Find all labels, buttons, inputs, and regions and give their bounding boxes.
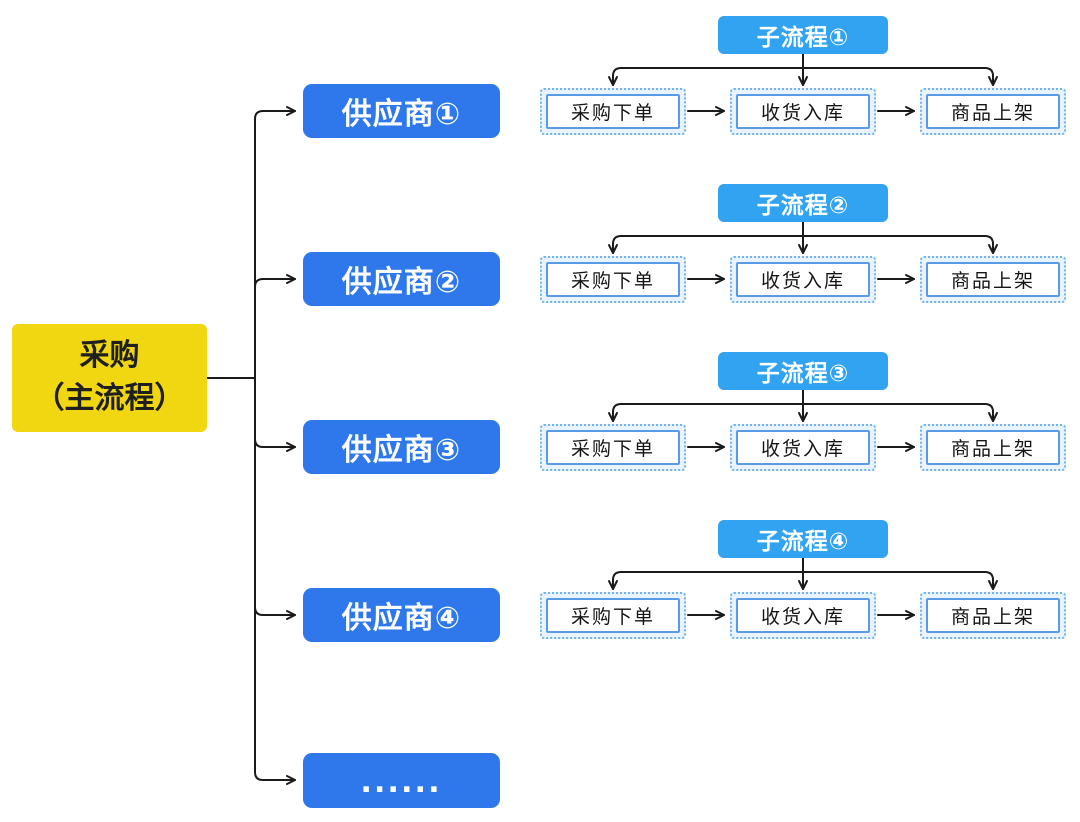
subflow-header-label: 子流程① — [756, 24, 850, 50]
subflow-header-label: 子流程③ — [756, 360, 850, 386]
step-purchase-order-2: 采购下单 — [540, 256, 686, 303]
main-process-node: 采购 （主流程） — [12, 324, 207, 432]
subflow-header-label: 子流程④ — [756, 528, 850, 554]
step-label: 收货入库 — [736, 430, 870, 465]
step-list-product-4: 商品上架 — [920, 592, 1066, 639]
subflow-header-2: 子流程② — [718, 184, 888, 222]
step-purchase-order-3: 采购下单 — [540, 424, 686, 471]
main-process-label-line2: （主流程） — [34, 382, 185, 415]
subflow-connectors-2 — [608, 221, 998, 284]
step-label: 收货入库 — [736, 94, 870, 129]
subflow-connectors-1 — [608, 53, 998, 116]
supplier-label: 供应商③ — [341, 434, 462, 467]
supplier-node-2: 供应商② — [303, 252, 500, 306]
step-receive-stock-2: 收货入库 — [730, 256, 876, 303]
step-list-product-2: 商品上架 — [920, 256, 1066, 303]
supplier-label: 供应商④ — [341, 602, 462, 635]
step-purchase-order-4: 采购下单 — [540, 592, 686, 639]
supplier-label: 供应商① — [341, 98, 462, 131]
step-list-product-1: 商品上架 — [920, 88, 1066, 135]
step-label: 采购下单 — [546, 262, 680, 297]
subflow-header-3: 子流程③ — [718, 352, 888, 390]
step-label: 收货入库 — [736, 262, 870, 297]
step-label: 收货入库 — [736, 598, 870, 633]
subflow-connectors-4 — [608, 557, 998, 620]
subflow-header-label: 子流程② — [756, 192, 850, 218]
step-label: 商品上架 — [926, 262, 1060, 297]
step-receive-stock-3: 收货入库 — [730, 424, 876, 471]
step-list-product-3: 商品上架 — [920, 424, 1066, 471]
main-process-label-line1: 采购 — [79, 339, 140, 373]
supplier-more-label: ...... — [360, 758, 443, 801]
supplier-node-1: 供应商① — [303, 84, 500, 138]
step-label: 商品上架 — [926, 598, 1060, 633]
step-purchase-order-1: 采购下单 — [540, 88, 686, 135]
step-receive-stock-1: 收货入库 — [730, 88, 876, 135]
main-tree-connectors — [206, 106, 296, 785]
step-label: 商品上架 — [926, 430, 1060, 465]
subflow-header-4: 子流程④ — [718, 520, 888, 558]
supplier-node-3: 供应商③ — [303, 420, 500, 474]
subflow-connectors-3 — [608, 389, 998, 452]
step-label: 采购下单 — [546, 598, 680, 633]
supplier-node-more: ...... — [303, 753, 500, 808]
supplier-label: 供应商② — [341, 266, 462, 299]
subflow-header-1: 子流程① — [718, 16, 888, 54]
step-receive-stock-4: 收货入库 — [730, 592, 876, 639]
step-label: 采购下单 — [546, 94, 680, 129]
step-label: 商品上架 — [926, 94, 1060, 129]
supplier-node-4: 供应商④ — [303, 588, 500, 642]
step-label: 采购下单 — [546, 430, 680, 465]
